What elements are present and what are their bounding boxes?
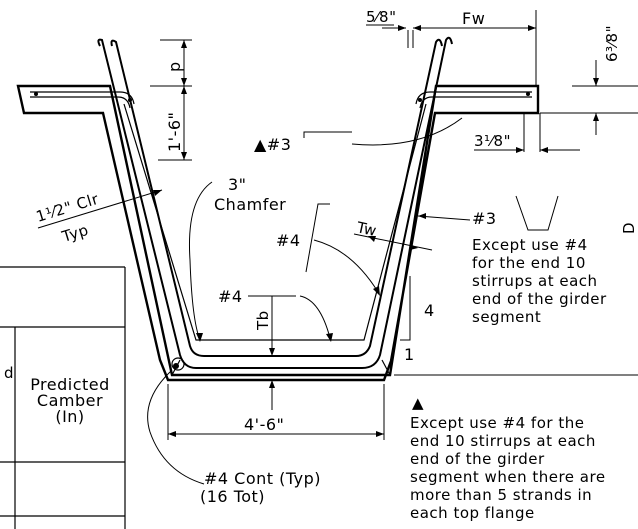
clr-line1: 1¹⁄2" Clr <box>34 190 101 226</box>
camber-table: d Predicted Camber (In) <box>0 266 126 529</box>
bar4-lower-callout: #4 <box>218 287 333 342</box>
triangle-note-line: end of the girder <box>410 450 545 468</box>
top-dimensions: 5⁄8" Fw 6³⁄8" <box>366 8 638 135</box>
dim-d-label: D <box>620 222 638 234</box>
dim-p: p <box>165 61 184 72</box>
bar3-note-line: segment <box>472 308 541 326</box>
web-slope-indicator: 4 1 <box>400 276 435 364</box>
bar4-upper-callout: #4 <box>276 203 380 296</box>
triangle-bar3-label: ▲#3 <box>254 135 291 154</box>
dim-fw: Fw <box>462 9 485 28</box>
bar3-note-line: for the end 10 <box>472 254 586 272</box>
bottom-thickness-dimension: Tb <box>254 296 275 410</box>
chamfer-line2: Chamfer <box>214 195 286 214</box>
slope-four: 4 <box>424 301 435 320</box>
slope-one: 1 <box>404 345 415 364</box>
bar3-note-line: Except use #4 <box>472 236 588 254</box>
dim-five-eighths: 5⁄8" <box>366 8 397 26</box>
clr-line2: Typ <box>59 221 91 246</box>
cont-line1: #4 Cont (Typ) <box>204 469 321 488</box>
bar3-note-line: stirrups at each <box>472 272 598 290</box>
triangle-note-line: Except use #4 for the <box>410 414 584 432</box>
triangle-note-line: more than 5 strands in <box>410 486 592 504</box>
dim-three-one-eighth: 3¹⁄8" <box>474 132 511 150</box>
bottom-width-dimension: 4'-6" <box>167 384 385 440</box>
table-cut-letter: d <box>4 364 14 382</box>
dim-one-six: 1'-6" <box>165 112 184 152</box>
bar4-cont-callout: #4 Cont (Typ) (16 Tot) <box>147 369 321 506</box>
triangle-bar3-callout: ▲#3 <box>254 117 463 154</box>
table-header-camber: Camber <box>37 391 103 410</box>
triangle-note-line: each top flange <box>410 504 535 522</box>
bar3-note: Except use #4 for the end 10 stirrups at… <box>472 236 607 326</box>
bar3-note-line: end of the girder <box>472 290 607 308</box>
table-header-unit: (In) <box>55 407 84 426</box>
cont-line2: (16 Tot) <box>200 487 265 506</box>
bar3-label: #3 <box>472 209 497 228</box>
dim-tw: Tw <box>354 218 378 240</box>
bar3-callout: #3 D <box>417 195 638 234</box>
bar4-upper-label: #4 <box>276 231 301 250</box>
web-thickness-dimension: Tw <box>353 218 433 251</box>
dim-three-one-eighth-group: 3¹⁄8" <box>474 113 580 153</box>
dim-six-three-eighths: 6³⁄8" <box>603 25 621 62</box>
triangle-note: ▲ Except use #4 for the end 10 stirrups … <box>410 394 606 522</box>
table-header-predicted: Predicted <box>30 375 110 394</box>
triangle-note-symbol: ▲ <box>412 394 424 412</box>
chamfer-line1: 3" <box>228 175 247 194</box>
left-vertical-dimensions: p 1'-6" <box>150 39 192 161</box>
stirrup-bars <box>30 36 532 371</box>
bar4-lower-label: #4 <box>218 287 243 306</box>
triangle-note-line: segment when there are <box>410 468 606 486</box>
dim-four-six: 4'-6" <box>244 415 284 434</box>
triangle-note-line: end 10 stirrups at each <box>410 432 596 450</box>
chamfer-callout: 3" Chamfer <box>189 175 286 342</box>
dim-tb: Tb <box>254 310 272 331</box>
